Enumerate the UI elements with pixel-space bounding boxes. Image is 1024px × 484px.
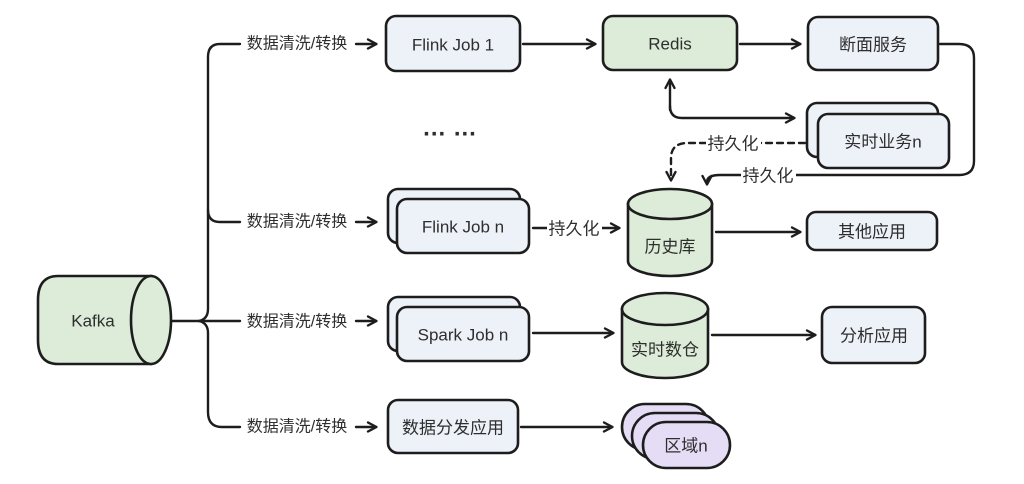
edge-label-clean-transform-4: 数据清洗/转换 [247, 418, 347, 436]
data-dispatch-box [386, 398, 520, 455]
section-service-label: 断面服务 [839, 36, 907, 55]
data-dispatch-label: 数据分发应用 [402, 419, 504, 438]
data-dispatch-node: 数据分发应用 [386, 398, 520, 455]
flink-job-1-box [384, 14, 522, 73]
history-db-cylinder-cap [626, 187, 714, 221]
arrow-business-to-history-db-dashed [665, 141, 807, 182]
flink-job-n-label: Flink Job n [422, 218, 504, 237]
persist-section-label: 持久化 [743, 167, 794, 186]
kafka-node: Kafka [36, 274, 173, 366]
arrow-section-service-to-history-db [701, 42, 976, 186]
flink-job-n-node: Flink Job n [386, 187, 531, 255]
realtime-dw-cylinder-cap [620, 291, 710, 327]
section-service-node: 断面服务 [806, 15, 940, 72]
analysis-apps-node: 分析应用 [820, 305, 927, 365]
history-db-label: 历史库 [645, 238, 696, 257]
region-n-node: 区域n [620, 402, 732, 470]
arrow-redis-to-business-right [668, 104, 796, 124]
analysis-apps-label: 分析应用 [840, 327, 908, 346]
region-n-stadium-front [641, 420, 732, 470]
other-apps-label: 其他应用 [838, 223, 906, 242]
history-db-cylinder-body [626, 202, 714, 278]
realtime-dw-node: 实时数仓 [620, 291, 710, 380]
redis-label: Redis [648, 35, 691, 54]
kafka-cylinder-cap [129, 274, 173, 366]
persist-dashed-label-bg [706, 134, 761, 153]
flink-job-n-box-front [395, 197, 531, 255]
realtime-dw-cylinder-body [620, 307, 710, 380]
persist-flink-label: 持久化 [549, 220, 600, 239]
other-apps-box [805, 210, 939, 252]
edge-label-clean-transform-2: 数据清洗/转换 [247, 213, 347, 231]
kafka-branch-row2 [206, 208, 242, 224]
redis-box [601, 14, 739, 72]
realtime-dw-label: 实时数仓 [631, 341, 699, 360]
realtime-business-n-node: 实时业务n [805, 101, 951, 170]
persist-section-label-bg [741, 166, 796, 185]
other-apps-node: 其他应用 [805, 210, 939, 252]
kafka-branch-trunk [197, 42, 242, 429]
kafka-cylinder-body [36, 274, 153, 366]
spark-job-n-node: Spark Job n [386, 295, 531, 363]
realtime-business-n-box-front [816, 112, 951, 170]
analysis-apps-box [820, 305, 927, 365]
history-db-node: 历史库 [626, 187, 714, 278]
redis-node: Redis [601, 14, 739, 72]
flink-job-1-node: Flink Job 1 [384, 14, 522, 73]
section-service-box [806, 15, 940, 72]
kafka-label: Kafka [71, 312, 115, 331]
edge-label-clean-transform-3: 数据清洗/转换 [247, 313, 347, 331]
edge-label-clean-transform-1: 数据清洗/转换 [247, 35, 347, 53]
spark-job-n-label: Spark Job n [418, 326, 509, 345]
spark-job-n-box-front [395, 305, 531, 363]
persist-dashed-label: 持久化 [708, 135, 759, 154]
region-n-label: 区域n [664, 437, 707, 456]
flink-job-1-label: Flink Job 1 [412, 36, 494, 55]
ellipsis-label: ... ... [423, 115, 477, 142]
realtime-business-n-label: 实时业务n [844, 133, 921, 152]
persist-flink-label-bg [547, 219, 602, 238]
